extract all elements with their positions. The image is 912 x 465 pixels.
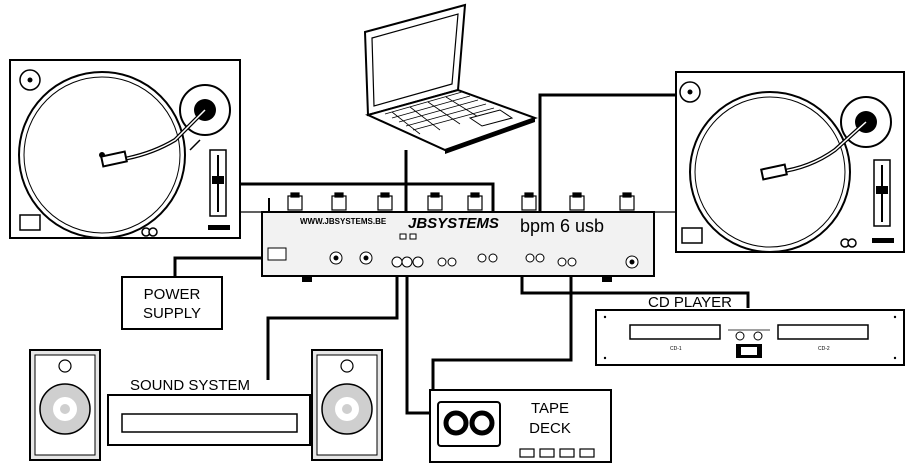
- sound-system: SOUND SYSTEM: [29, 349, 383, 461]
- power-supply-label-line1: POWER: [144, 286, 201, 303]
- mixer: WWW.JBSYSTEMS.BE JBSYSTEMS bpm 6 usb: [240, 192, 676, 282]
- laptop: [363, 3, 538, 154]
- left-speaker: [29, 349, 101, 461]
- tape-reel-left: [443, 410, 469, 436]
- cd-slot-left-label: CD-1: [670, 346, 682, 352]
- cable-cd: [520, 268, 750, 308]
- cable-tape-2: [431, 268, 573, 390]
- right-speaker: [311, 349, 383, 461]
- cd-slot-right: [777, 324, 869, 340]
- tape-deck-label-line2: DECK: [529, 420, 571, 437]
- mixer-url: WWW.JBSYSTEMS.BE: [300, 217, 387, 226]
- left-turntable: [9, 59, 241, 239]
- tape-reel-right: [469, 410, 495, 436]
- tape-deck: TAPE DECK: [429, 389, 612, 463]
- cable-tape-1: [405, 270, 430, 415]
- cable-power: [173, 256, 268, 278]
- mixer-brand: JBSYSTEMS: [408, 215, 499, 232]
- cable-sound: [266, 270, 399, 380]
- mixer-back-panel: [261, 211, 655, 277]
- cd-slot-left: [629, 324, 721, 340]
- cd-player-label: CD PLAYER: [648, 294, 732, 311]
- cd-slot-right-label: CD-2: [818, 346, 830, 352]
- right-turntable: [675, 71, 905, 253]
- tape-deck-label-line1: TAPE: [531, 400, 569, 417]
- cable-right-turntable: [538, 93, 686, 258]
- sound-system-label: SOUND SYSTEM: [130, 377, 250, 394]
- cd-player: CD PLAYER CD-1 CD-2: [595, 294, 905, 366]
- mixer-model: bpm 6 usb: [520, 216, 604, 236]
- power-supply: POWER SUPPLY: [121, 276, 223, 330]
- power-supply-label-line2: SUPPLY: [143, 305, 201, 322]
